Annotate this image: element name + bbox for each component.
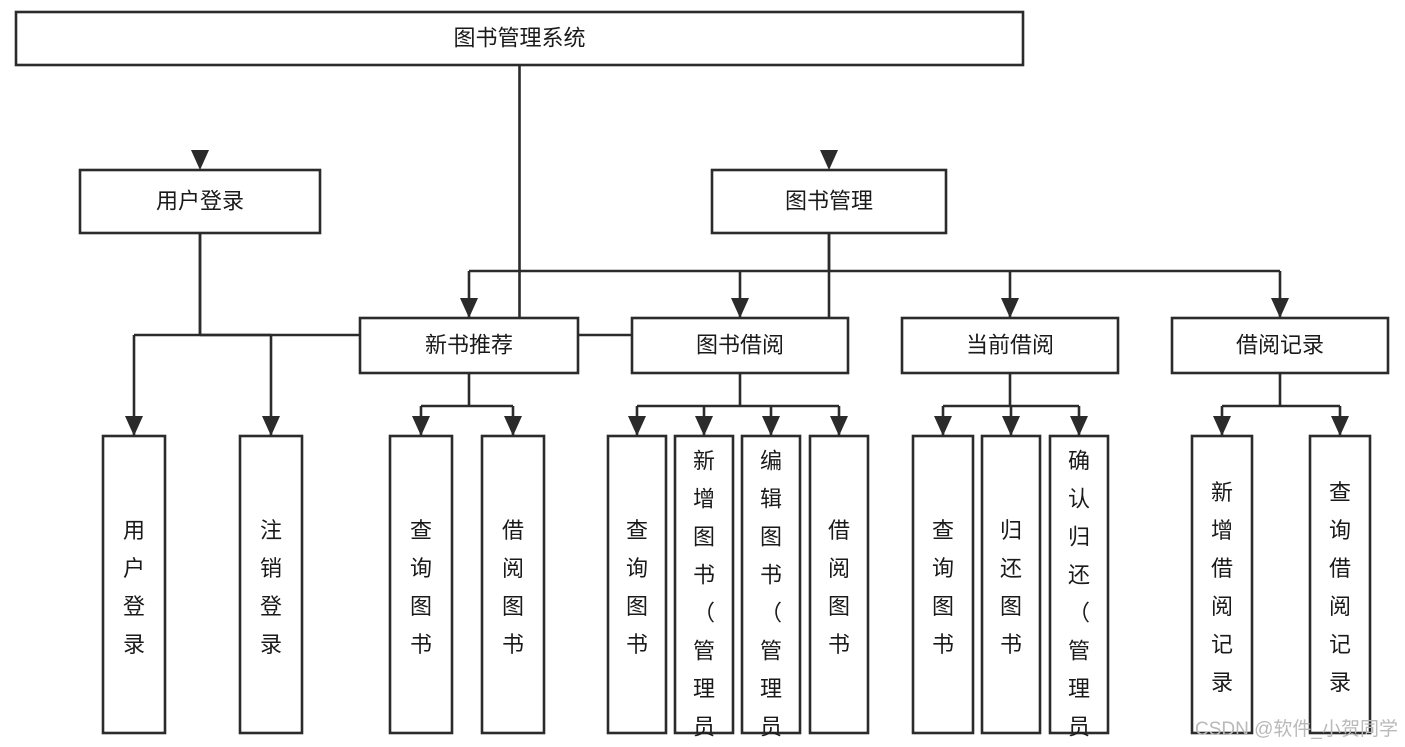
node-label-borrow-book-2: 借阅图书 bbox=[828, 518, 850, 657]
node-box-add-book bbox=[673, 434, 735, 735]
node-box-borrow-book-2 bbox=[808, 434, 870, 735]
arrow-head-icon-query-book-3 bbox=[934, 416, 952, 436]
node-box-borrow-record bbox=[1170, 316, 1390, 375]
node-label-user-logout: 注销登录 bbox=[260, 518, 282, 657]
node-book-borrow[interactable]: 图书借阅 bbox=[630, 316, 850, 375]
node-borrow-book-1[interactable]: 借阅图书 bbox=[480, 434, 546, 735]
arrow-head-icon-book-manage bbox=[820, 150, 838, 170]
node-label-add-book: 新增图书（管理员） bbox=[693, 448, 715, 747]
node-book-manage[interactable]: 图书管理 bbox=[710, 168, 948, 235]
node-box-user-logout bbox=[238, 434, 304, 735]
arrow-head-icon-confirm-return bbox=[1070, 416, 1088, 436]
node-label-query-book-3: 查询图书 bbox=[932, 518, 954, 657]
node-borrow-record[interactable]: 借阅记录 bbox=[1170, 316, 1390, 375]
node-box-query-book-3 bbox=[911, 434, 975, 735]
node-box-edit-book bbox=[740, 434, 802, 735]
node-box-user-login bbox=[78, 168, 322, 235]
node-label-user-login-do: 用户登录 bbox=[123, 518, 145, 657]
node-add-book[interactable]: 新增图书（管理员） bbox=[673, 434, 735, 747]
node-label-borrow-book-1: 借阅图书 bbox=[502, 518, 524, 657]
node-box-new-book-recommend bbox=[358, 316, 580, 375]
node-root[interactable]: 图书管理系统 bbox=[14, 10, 1025, 67]
arrow-head-icon-borrow-book-2 bbox=[830, 416, 848, 436]
node-label-query-borrow-record: 查询借阅记录 bbox=[1329, 480, 1351, 695]
node-box-return-book bbox=[980, 434, 1042, 735]
arrow-head-icon-borrow-book-1 bbox=[504, 416, 522, 436]
node-add-borrow-record[interactable]: 新增借阅记录 bbox=[1190, 434, 1254, 735]
node-box-book-borrow bbox=[630, 316, 850, 375]
node-label-root: 图书管理系统 bbox=[453, 25, 585, 50]
node-label-query-book-2: 查询图书 bbox=[626, 518, 648, 657]
arrow-head-icon-query-book-1 bbox=[412, 416, 430, 436]
node-label-add-borrow-record: 新增借阅记录 bbox=[1211, 480, 1233, 695]
node-query-borrow-record[interactable]: 查询借阅记录 bbox=[1308, 434, 1372, 735]
arrow-head-icon-query-book-2 bbox=[628, 416, 646, 436]
arrow-head-icon-current-borrow bbox=[1001, 298, 1019, 318]
node-confirm-return[interactable]: 确认归还（管理员） bbox=[1048, 434, 1110, 747]
node-new-book-recommend[interactable]: 新书推荐 bbox=[358, 316, 580, 375]
arrow-head-icon-borrow-record bbox=[1271, 298, 1289, 318]
node-query-book-3[interactable]: 查询图书 bbox=[911, 434, 975, 735]
node-box-query-book-1 bbox=[388, 434, 454, 735]
node-borrow-book-2[interactable]: 借阅图书 bbox=[808, 434, 870, 735]
node-user-logout[interactable]: 注销登录 bbox=[238, 434, 304, 735]
node-label-borrow-record: 借阅记录 bbox=[1236, 332, 1324, 357]
arrow-head-icon-add-book bbox=[695, 416, 713, 436]
node-box-book-manage bbox=[710, 168, 948, 235]
node-label-current-borrow: 当前借阅 bbox=[966, 332, 1054, 357]
node-box-borrow-book-1 bbox=[480, 434, 546, 735]
node-box-current-borrow bbox=[900, 316, 1120, 375]
arrow-head-icon-query-borrow-record bbox=[1331, 416, 1349, 436]
node-box-query-borrow-record bbox=[1308, 434, 1372, 735]
arrow-head-icon-user-login-do bbox=[125, 416, 143, 436]
node-query-book-2[interactable]: 查询图书 bbox=[606, 434, 668, 735]
arrow-head-icon-book-borrow bbox=[731, 298, 749, 318]
node-box-query-book-2 bbox=[606, 434, 668, 735]
node-label-book-manage: 图书管理 bbox=[785, 188, 873, 213]
arrow-head-icon-new-book-recommend bbox=[460, 298, 478, 318]
node-box-confirm-return bbox=[1048, 434, 1110, 735]
csdn-watermark: CSDN @软件_小贺同学 bbox=[1195, 718, 1398, 740]
node-query-book-1[interactable]: 查询图书 bbox=[388, 434, 454, 735]
node-label-return-book: 归还图书 bbox=[1000, 518, 1022, 657]
arrow-head-icon-user-logout bbox=[262, 416, 280, 436]
arrow-head-icon-add-borrow-record bbox=[1213, 416, 1231, 436]
node-label-new-book-recommend: 新书推荐 bbox=[425, 332, 513, 357]
arrow-head-icon-return-book bbox=[1002, 416, 1020, 436]
node-box-add-borrow-record bbox=[1190, 434, 1254, 735]
node-box-root bbox=[14, 10, 1025, 67]
node-label-confirm-return: 确认归还（管理员） bbox=[1068, 448, 1090, 747]
node-user-login[interactable]: 用户登录 bbox=[78, 168, 322, 235]
node-return-book[interactable]: 归还图书 bbox=[980, 434, 1042, 735]
node-label-book-borrow: 图书借阅 bbox=[696, 332, 784, 357]
node-user-login-do[interactable]: 用户登录 bbox=[101, 434, 167, 735]
node-box-user-login-do bbox=[101, 434, 167, 735]
node-label-edit-book: 编辑图书（管理员） bbox=[760, 448, 782, 747]
node-current-borrow[interactable]: 当前借阅 bbox=[900, 316, 1120, 375]
node-label-user-login: 用户登录 bbox=[156, 188, 244, 213]
arrow-head-icon-edit-book bbox=[762, 416, 780, 436]
node-edit-book[interactable]: 编辑图书（管理员） bbox=[740, 434, 802, 747]
connectors-layer bbox=[125, 65, 1349, 436]
node-label-query-book-1: 查询图书 bbox=[410, 518, 432, 657]
arrow-head-icon-user-login bbox=[191, 150, 209, 170]
nodes-layer: 图书管理系统用户登录图书管理用户登录注销登录新书推荐图书借阅当前借阅借阅记录查询… bbox=[14, 10, 1390, 747]
